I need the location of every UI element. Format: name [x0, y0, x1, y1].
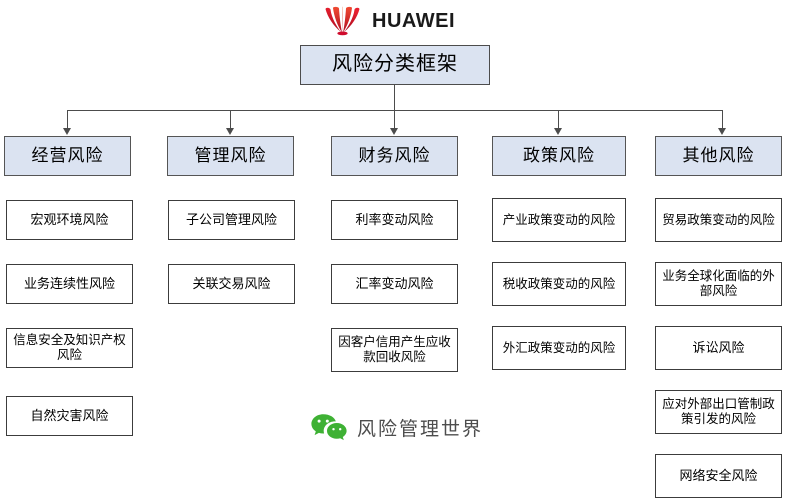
connector-drop-3	[394, 110, 395, 129]
leaf-3-3[interactable]: 因客户信用产生应收款回收风险	[331, 328, 458, 372]
leaf-4-3[interactable]: 外汇政策变动的风险	[492, 326, 626, 370]
root-node-label: 风险分类框架	[332, 53, 458, 76]
leaf-1-2[interactable]: 业务连续性风险	[6, 264, 133, 304]
connector-drop-1	[67, 110, 68, 129]
connector-root-stem	[394, 85, 395, 110]
leaf-2-2[interactable]: 关联交易风险	[168, 264, 295, 304]
wechat-watermark: 风险管理世界	[310, 412, 483, 442]
huawei-flower-icon	[325, 6, 360, 36]
leaf-1-3-label: 信息安全及知识产权风险	[13, 333, 126, 362]
leaf-4-3-label: 外汇政策变动的风险	[502, 340, 616, 355]
category-header-4[interactable]: 政策风险	[492, 136, 626, 176]
connector-arrow-3	[389, 128, 398, 135]
root-node[interactable]: 风险分类框架	[300, 45, 490, 85]
leaf-3-2[interactable]: 汇率变动风险	[331, 264, 458, 304]
leaf-2-1[interactable]: 子公司管理风险	[168, 200, 295, 240]
leaf-5-3-label: 诉讼风险	[692, 340, 745, 356]
category-header-1-label: 经营风险	[31, 145, 104, 165]
category-header-2-label: 管理风险	[194, 145, 267, 165]
leaf-1-4-label: 自然灾害风险	[30, 408, 109, 424]
leaf-4-1[interactable]: 产业政策变动的风险	[492, 198, 626, 242]
leaf-2-2-label: 关联交易风险	[192, 276, 271, 292]
connector-drop-4	[558, 110, 559, 129]
connector-drop-5	[722, 110, 723, 129]
leaf-5-5[interactable]: 网络安全风险	[655, 454, 782, 498]
category-header-3[interactable]: 财务风险	[331, 136, 458, 176]
category-header-3-label: 财务风险	[358, 145, 431, 165]
leaf-3-1-label: 利率变动风险	[355, 212, 434, 228]
leaf-5-1[interactable]: 贸易政策变动的风险	[655, 198, 782, 242]
leaf-5-1-label: 贸易政策变动的风险	[662, 212, 775, 227]
leaf-4-1-label: 产业政策变动的风险	[502, 212, 616, 227]
leaf-1-1-label: 宏观环境风险	[30, 212, 109, 228]
connector-drop-2	[230, 110, 231, 129]
leaf-1-1[interactable]: 宏观环境风险	[6, 200, 133, 240]
leaf-3-2-label: 汇率变动风险	[355, 276, 434, 292]
leaf-1-2-label: 业务连续性风险	[23, 276, 115, 292]
leaf-5-4[interactable]: 应对外部出口管制政策引发的风险	[655, 390, 782, 434]
connector-arrow-2	[225, 128, 234, 135]
huawei-wordmark: HUAWEI	[372, 10, 455, 32]
connector-arrow-1	[62, 128, 71, 135]
leaf-3-3-label: 因客户信用产生应收款回收风险	[338, 335, 451, 364]
category-header-5[interactable]: 其他风险	[655, 136, 782, 176]
leaf-1-4[interactable]: 自然灾害风险	[6, 396, 133, 436]
leaf-5-5-label: 网络安全风险	[679, 468, 758, 484]
category-header-4-label: 政策风险	[523, 145, 595, 165]
category-header-1[interactable]: 经营风险	[4, 136, 131, 176]
leaf-5-3[interactable]: 诉讼风险	[655, 326, 782, 370]
wechat-label: 风险管理世界	[357, 418, 484, 440]
leaf-4-2-label: 税收政策变动的风险	[502, 276, 616, 291]
category-header-5-label: 其他风险	[682, 145, 755, 165]
connector-arrow-4	[553, 128, 562, 135]
leaf-2-1-label: 子公司管理风险	[185, 212, 277, 228]
leaf-4-2[interactable]: 税收政策变动的风险	[492, 262, 626, 306]
leaf-5-4-label: 应对外部出口管制政策引发的风险	[662, 397, 775, 426]
leaf-3-1[interactable]: 利率变动风险	[331, 200, 458, 240]
leaf-1-3[interactable]: 信息安全及知识产权风险	[6, 328, 133, 368]
wechat-icon	[311, 414, 347, 441]
category-header-2[interactable]: 管理风险	[167, 136, 294, 176]
connector-arrow-5	[717, 128, 726, 135]
leaf-5-2-label: 业务全球化面临的外部风险	[662, 269, 775, 298]
huawei-logo: HUAWEI	[322, 4, 472, 38]
leaf-5-2[interactable]: 业务全球化面临的外部风险	[655, 262, 782, 306]
